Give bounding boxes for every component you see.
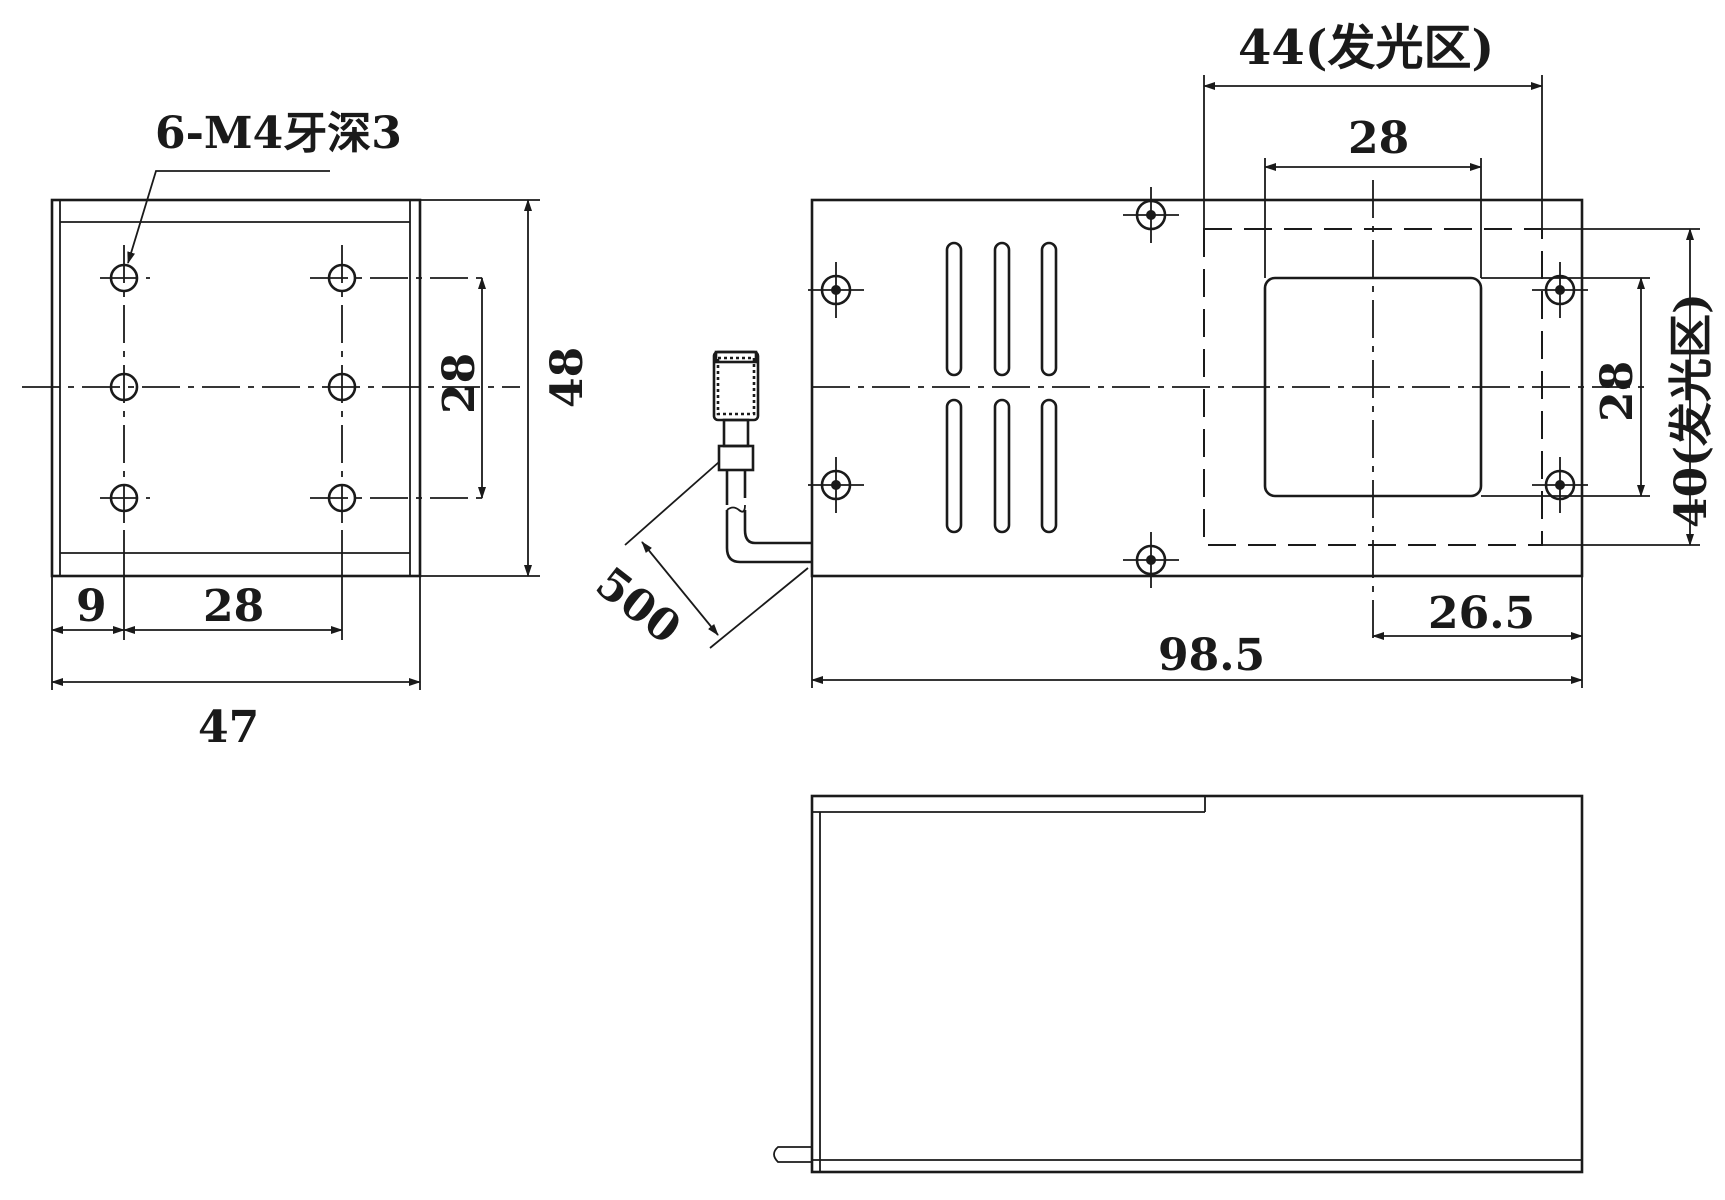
vent-slot bbox=[1040, 241, 1058, 377]
thread-note-leader bbox=[127, 170, 330, 264]
connector-cap bbox=[714, 350, 758, 364]
top-view: 500 44(发光区) 28 26.5 98.5 28 40(发光区) bbox=[586, 20, 1717, 688]
dim-label-28-top: 28 bbox=[1348, 113, 1409, 164]
dim-label-98-5: 98.5 bbox=[1158, 630, 1265, 681]
threaded-holes bbox=[109, 263, 357, 513]
dim-label-47: 47 bbox=[198, 702, 259, 753]
screw bbox=[1532, 262, 1588, 318]
side-view bbox=[773, 794, 1584, 1174]
dim-label-40: 40(发光区) bbox=[1666, 293, 1717, 528]
vent-slot bbox=[1040, 398, 1058, 534]
front-view: 6-M4牙深3 9 28 47 28 48 bbox=[22, 108, 593, 753]
extension-line bbox=[709, 567, 809, 649]
vent-slot bbox=[945, 241, 963, 377]
vent-slot bbox=[993, 398, 1011, 534]
screw bbox=[1123, 187, 1179, 243]
dim-label-48: 48 bbox=[542, 347, 593, 408]
threaded-hole bbox=[109, 263, 139, 293]
vent-slot bbox=[945, 398, 963, 534]
threaded-hole bbox=[327, 483, 357, 513]
dim-label-26-5: 26.5 bbox=[1428, 588, 1535, 639]
dim-line-500 bbox=[641, 541, 719, 636]
connector-knurl-pattern bbox=[716, 356, 756, 416]
screws bbox=[808, 187, 1588, 588]
top-body-outline bbox=[810, 198, 1584, 578]
screw bbox=[1532, 457, 1588, 513]
dim-label-28-side: 28 bbox=[434, 353, 485, 414]
vent-slots bbox=[945, 241, 1058, 534]
cable-lower bbox=[725, 510, 812, 564]
cable-upper bbox=[743, 510, 812, 545]
side-cable-stub bbox=[773, 1146, 812, 1163]
dim-label-28-right: 28 bbox=[1592, 361, 1643, 422]
dim-label-9: 9 bbox=[76, 581, 107, 632]
dim-label-28-bottom: 28 bbox=[203, 581, 264, 632]
threaded-hole bbox=[327, 263, 357, 293]
screw bbox=[808, 457, 864, 513]
emitting-area-outline bbox=[1203, 228, 1543, 546]
thread-note-label: 6-M4牙深3 bbox=[155, 108, 402, 159]
cable-break bbox=[726, 504, 746, 513]
vent-slot bbox=[993, 241, 1011, 377]
dim-label-44: 44(发光区) bbox=[1238, 20, 1494, 76]
extension-line bbox=[624, 461, 720, 546]
threaded-hole bbox=[109, 372, 139, 402]
dim-label-500: 500 bbox=[586, 557, 690, 654]
light-window bbox=[1263, 276, 1483, 498]
threaded-hole bbox=[109, 483, 139, 513]
connector-neck bbox=[722, 418, 750, 448]
front-body-outline bbox=[50, 198, 422, 578]
side-body-outline bbox=[810, 794, 1584, 1174]
threaded-hole bbox=[327, 372, 357, 402]
screw bbox=[808, 262, 864, 318]
cable-connector bbox=[712, 350, 812, 564]
screw bbox=[1123, 532, 1179, 588]
connector-collar bbox=[717, 444, 755, 472]
